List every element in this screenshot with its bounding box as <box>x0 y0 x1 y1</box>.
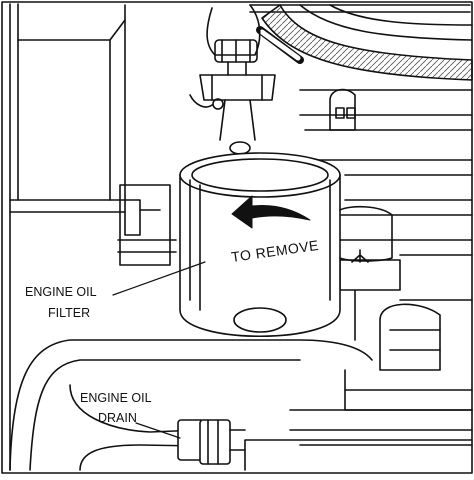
left-bracket <box>118 185 176 265</box>
engine-oil-drain-label-line1: ENGINE OIL <box>80 391 152 405</box>
engine-oil-filter-label-line1: ENGINE OIL <box>25 285 97 299</box>
engine-oil-drain-label-line2: DRAIN <box>98 411 137 425</box>
engine-oil-filter-label-line2: FILTER <box>48 306 90 320</box>
upper-hoses <box>260 5 472 80</box>
